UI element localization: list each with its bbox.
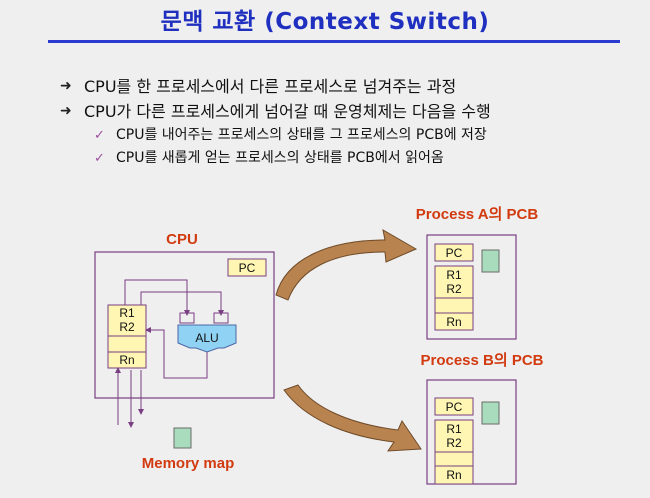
bullet-text: CPU가 다른 프로세스에게 넘어갈 때 운영체제는 다음을 수행 — [84, 102, 491, 121]
sub-bullet-item: ✓ CPU를 새롭게 얻는 프로세스의 상태를 PCB에서 읽어옴 — [60, 147, 640, 170]
sub-bullet-text: CPU를 내어주는 프로세스의 상태를 그 프로세스의 PCB에 저장 — [116, 127, 487, 143]
pcb-b-rn: Rn — [446, 468, 461, 482]
bullet-list: ➜ CPU를 한 프로세스에서 다른 프로세스로 넘겨주는 과정 ➜ CPU가 … — [60, 74, 640, 170]
arrow-bullet-icon: ➜ — [60, 103, 72, 119]
alu-label: ALU — [195, 331, 218, 345]
bullet-item: ➜ CPU를 한 프로세스에서 다른 프로세스로 넘겨주는 과정 — [60, 74, 640, 99]
title-divider — [48, 40, 620, 43]
pcb-b-label: Process B의 PCB — [420, 351, 543, 369]
pcb-b-pc-label: PC — [446, 400, 463, 414]
alu-unit — [177, 324, 237, 353]
bullet-item: ➜ CPU가 다른 프로세스에게 넘어갈 때 운영체제는 다음을 수행 — [60, 99, 640, 124]
save-arrow-icon — [275, 229, 418, 301]
cpu-label: CPU — [166, 231, 198, 248]
pcb-a-r1: R1 — [446, 268, 462, 282]
checkmark-icon: ✓ — [94, 128, 105, 143]
pcb-b-pc — [434, 397, 474, 416]
cpu-pc-label: PC — [239, 261, 256, 275]
pcb-a-memory-block — [481, 249, 500, 273]
restore-arrow-icon — [283, 384, 422, 452]
memory-map-block — [173, 427, 192, 449]
cpu-pc-register — [227, 258, 267, 277]
sub-bullet-item: ✓ CPU를 내어주는 프로세스의 상태를 그 프로세스의 PCB에 저장 — [60, 124, 640, 147]
pcb-b-r1: R1 — [446, 422, 462, 436]
sub-bullet-text: CPU를 새롭게 얻는 프로세스의 상태를 PCB에서 읽어옴 — [116, 150, 444, 166]
pcb-b-memory-block — [481, 401, 500, 425]
pcb-a-box — [426, 234, 517, 340]
cpu-register-r2: R2 — [119, 320, 135, 334]
cpu-box — [94, 251, 275, 399]
pcb-a-r2: R2 — [446, 282, 462, 296]
pcb-a-pc-label: PC — [446, 246, 463, 260]
cpu-register-r1: R1 — [119, 306, 135, 320]
cpu-register-rn: Rn — [119, 353, 134, 367]
arrow-bullet-icon: ➜ — [60, 78, 72, 94]
checkmark-icon: ✓ — [94, 151, 105, 166]
bullet-text: CPU를 한 프로세스에서 다른 프로세스로 넘겨주는 과정 — [84, 77, 457, 96]
slide-title: 문맥 교환 (Context Switch) — [160, 9, 490, 35]
memory-map-label: Memory map — [142, 455, 235, 472]
pcb-a-rn: Rn — [446, 315, 461, 329]
pcb-a-label: Process A의 PCB — [416, 205, 539, 223]
pcb-a-pc — [434, 243, 474, 262]
pcb-b-r2: R2 — [446, 436, 462, 450]
